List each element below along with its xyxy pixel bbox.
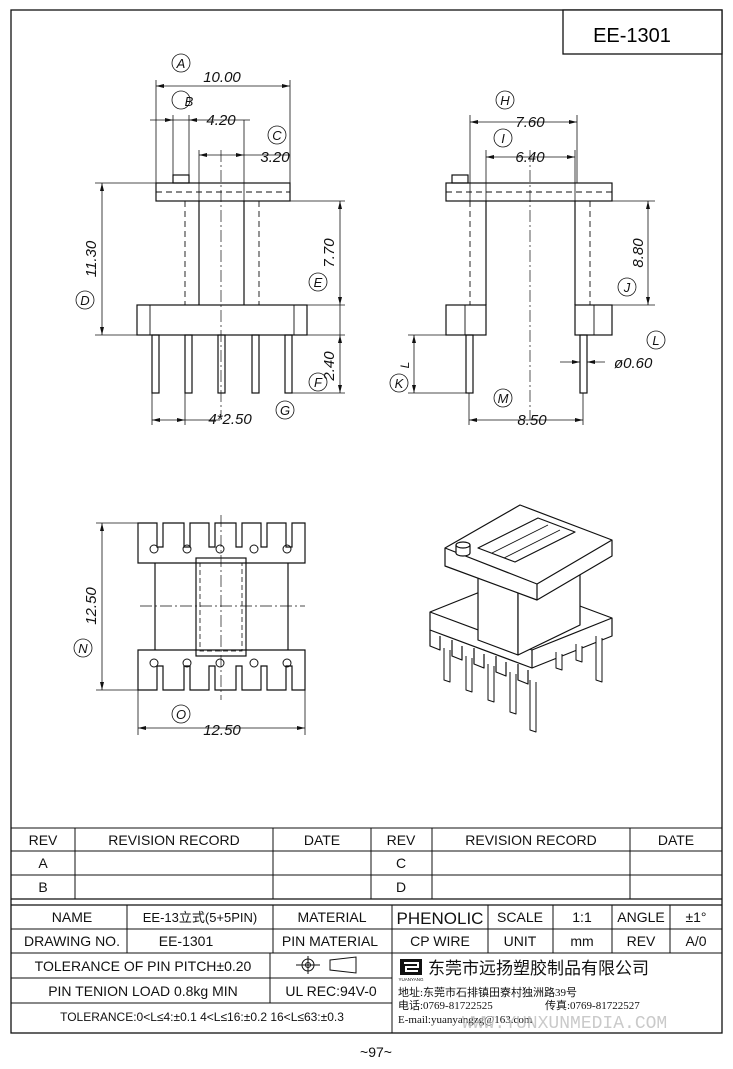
logo-text: YUANYANG (399, 977, 424, 982)
balloon-L: L (652, 333, 659, 348)
sheet-border (10, 9, 723, 1034)
balloon-G: G (280, 403, 290, 418)
rev-value: A/0 (685, 933, 706, 949)
balloon-E: E (314, 275, 323, 290)
balloon-D: D (80, 293, 89, 308)
dim-J: 8.80 (630, 238, 647, 268)
dim-B: 4.20 (206, 112, 236, 129)
name-label: NAME (52, 909, 92, 925)
material-label: MATERIAL (298, 909, 367, 925)
balloon-M: M (498, 391, 509, 406)
isometric-view (429, 504, 613, 733)
angle-value: ±1° (685, 909, 706, 925)
email: E-mail:yuanyangzg@163.com (398, 1014, 533, 1026)
pin-tension: PIN TENION LOAD 0.8kg MIN (48, 983, 238, 999)
dim-H: 7.60 (515, 114, 545, 131)
front-view (136, 150, 308, 420)
rev-row-B: B (38, 879, 47, 895)
pin-material-label: PIN MATERIAL (282, 933, 378, 949)
balloon-C: C (272, 128, 282, 143)
unit-value: mm (570, 933, 593, 949)
balloon-I: I (501, 131, 505, 146)
date-header-left: DATE (304, 832, 340, 848)
pin-material-value: CP WIRE (410, 933, 470, 949)
dim-O: 12.50 (203, 722, 241, 739)
company-name: 东莞市远扬塑胶制品有限公司 (428, 959, 649, 978)
tolerance-pitch: TOLERANCE OF PIN PITCH±0.20 (35, 958, 252, 974)
part-number-box: EE-1301 (562, 9, 723, 55)
rev-label: REV (627, 933, 656, 949)
scale-value: 1:1 (572, 909, 592, 925)
balloon-K: K (395, 376, 405, 391)
address: 地址:东莞市石排镇田寮村独洲路39号 (398, 985, 577, 999)
date-header-right: DATE (658, 832, 694, 848)
title-block (11, 904, 722, 1033)
side-view (445, 150, 613, 420)
dim-G: 4*2.50 (208, 411, 252, 428)
material-value: PHENOLIC (397, 909, 484, 928)
bottom-view (137, 515, 306, 700)
record-header-left: REVISION RECORD (108, 832, 239, 848)
record-header-right: REVISION RECORD (465, 832, 596, 848)
dim-K: L (398, 362, 412, 369)
dim-N: 12.50 (83, 587, 100, 625)
scale-label: SCALE (497, 909, 543, 925)
rev-row-A: A (38, 855, 48, 871)
balloon-O: O (176, 707, 186, 722)
part-number: EE-1301 (593, 25, 671, 47)
watermark: WWW.YUNXUNMEDIA.COM (462, 1014, 667, 1034)
balloon-B: B (185, 94, 194, 109)
dim-L: ø0.60 (614, 355, 653, 372)
rev-row-C: C (396, 855, 406, 871)
dim-M: 8.50 (517, 412, 547, 429)
side-dims (389, 90, 666, 425)
company-logo: YUANYANG (399, 959, 424, 982)
bottom-dims (73, 522, 306, 735)
dim-A: 10.00 (203, 69, 241, 86)
angle-label: ANGLE (617, 909, 664, 925)
balloon-N: N (78, 641, 88, 656)
dim-C: 3.20 (260, 149, 290, 166)
tolerance-general: TOLERANCE:0<L≤4:±0.1 4<L≤16:±0.2 16<L≤63… (60, 1010, 344, 1024)
page-number: ~97~ (360, 1044, 392, 1060)
front-pins (151, 334, 293, 394)
dim-E: 7.70 (321, 238, 338, 268)
dim-F: 2.40 (321, 351, 338, 382)
fax: 传真:0769-81722527 (545, 998, 640, 1012)
phone: 电话:0769-81722525 (398, 999, 493, 1012)
ul-rec: UL REC:94V-0 (285, 983, 377, 999)
revision-table (11, 827, 722, 900)
projection-symbol-icon (296, 956, 357, 974)
balloon-F: F (314, 375, 323, 390)
rev-row-D: D (396, 879, 406, 895)
rev-header-right: REV (387, 832, 416, 848)
balloon-J: J (623, 280, 631, 295)
unit-label: UNIT (504, 933, 537, 949)
name-value: EE-13立式(5+5PIN) (143, 910, 258, 925)
drawing-no-label: DRAWING NO. (24, 933, 120, 949)
drawing-no-value: EE-1301 (159, 933, 214, 949)
balloon-H: H (500, 93, 510, 108)
balloon-A: A (176, 56, 186, 71)
front-dims (75, 53, 345, 425)
bottom-pin-holes (149, 544, 292, 668)
dim-D: 11.30 (83, 240, 100, 277)
rev-header-left: REV (29, 832, 58, 848)
dim-I: 6.40 (515, 149, 545, 166)
